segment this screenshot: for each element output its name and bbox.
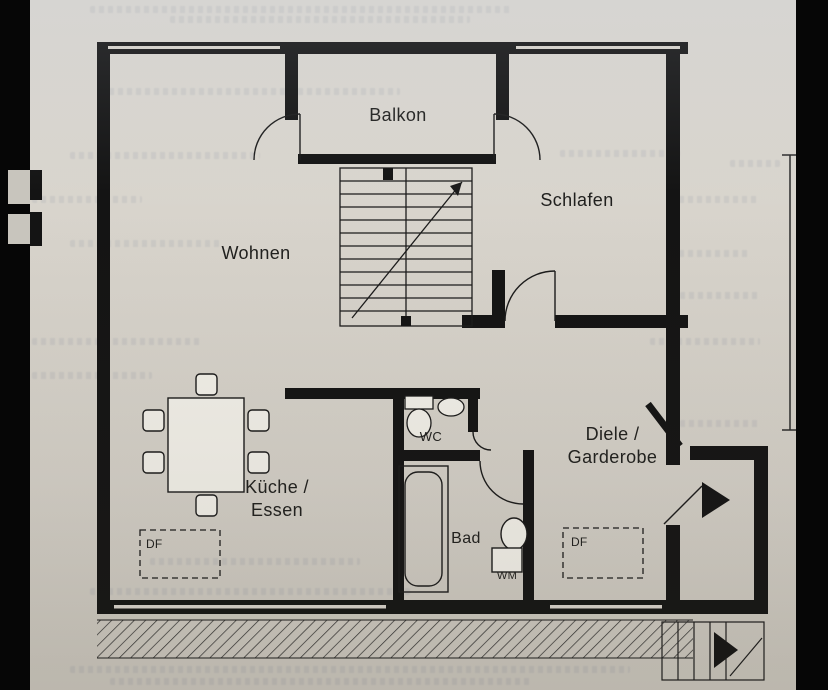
room-label-kueche-line2: Essen [250,499,304,520]
chair-icon [195,373,218,396]
room-label-bad: Bad [451,530,481,547]
bleed-through-mark [150,558,360,565]
roof-window-left [139,529,221,579]
toilet-icon [406,408,432,438]
bleed-through-mark [90,6,510,13]
wc-fixtures [404,395,465,438]
wc-door-icon [472,431,492,451]
chair-icon [142,409,165,432]
bleed-through-mark [560,150,680,157]
room-label-diele-line2: Garderobe [567,446,658,467]
room-label-schlafen: Schlafen [540,190,614,210]
annotation-df-right: DF [571,535,588,549]
chair-icon [195,494,218,517]
dining-table-icon [167,397,245,493]
washing-machine-icon [491,547,523,573]
bathtub-icon [398,465,449,593]
bleed-through-mark [730,160,780,167]
bleed-through-mark [70,152,260,159]
left-bar-notch [8,214,30,244]
bleed-through-mark [650,338,760,345]
roof-window-right [562,527,644,579]
staircase-icon [339,167,473,327]
bleed-through-mark [100,88,400,95]
floor-plan-drawing [30,42,796,681]
chair-icon [247,451,270,474]
exterior-walls [97,42,768,614]
balcony-door-left-icon [253,113,301,161]
roof-hatch-band [97,619,693,659]
bleed-through-mark [32,338,202,345]
left-bar-notch [8,170,30,204]
room-label-balkon: Balkon [369,105,427,125]
bleed-through-mark [110,678,530,685]
room-label-diele-garderobe: Diele / Garderobe [540,423,685,468]
room-label-wohnen: Wohnen [221,243,291,263]
schlafen-door-icon [504,270,556,322]
bleed-through-mark [670,196,760,203]
room-label-wc: WC [419,429,443,444]
bleed-through-mark [90,588,410,595]
annotation-wm: WM [496,570,518,582]
bleed-through-mark [680,420,760,427]
entrance-door-icon [663,482,730,525]
door-arc-icons [253,113,556,505]
left-black-bar [0,0,30,690]
room-label-kueche-line1: Küche / [245,477,309,497]
bathtub-inner [404,471,443,587]
bleed-through-mark [670,250,750,257]
diele-diagonal-wall [645,401,683,449]
bleed-through-mark [70,240,220,247]
bleed-through-mark [70,666,630,673]
bad-door-icon [479,460,524,505]
balcony-walls [285,42,509,164]
chair-icon [247,409,270,432]
room-label-diele-line1: Diele / [585,424,640,444]
window-lines [108,46,680,609]
bleed-through-mark [32,196,142,203]
sink-icon [437,397,465,417]
exterior-stair-icon [661,621,765,681]
toilet-cistern-icon [404,395,434,410]
room-label-kueche-essen: Küche / Essen [215,476,339,521]
chair-icon [142,451,165,474]
bleed-through-mark [170,16,470,23]
dining-set-icon [142,373,270,517]
annotation-df-left: DF [146,537,163,551]
neighbor-wall-stubs [30,170,42,246]
bathroom-fixtures [398,465,528,593]
floor-plan-paper: Balkon Wohnen Schlafen Küche / Essen WC … [30,0,796,690]
bleed-through-mark [680,292,760,299]
balcony-door-right-icon [493,113,541,161]
bleed-through-mark [32,372,152,379]
washbasin-icon [500,517,528,551]
property-line [782,154,796,431]
roof-window-outlines [139,527,644,579]
right-black-bar [796,0,828,690]
